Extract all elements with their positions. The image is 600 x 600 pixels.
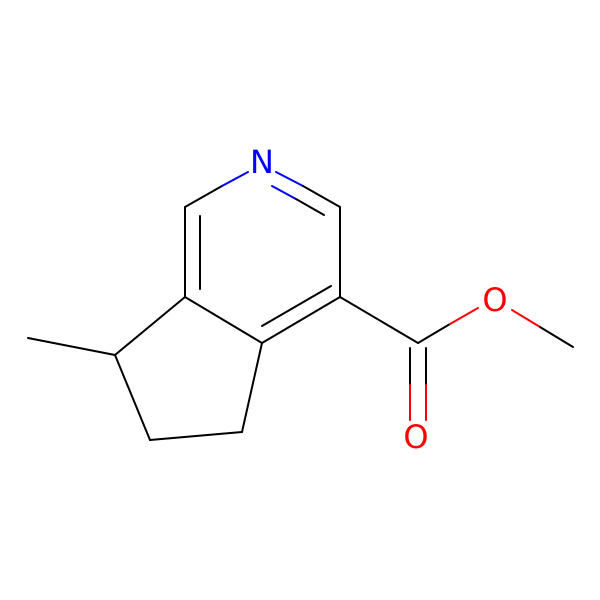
- atom-carbonyl-oxygen: O: [403, 418, 428, 456]
- atom-nitrogen: N: [250, 143, 274, 181]
- bond-oester-methyl-carbon-half: [539, 326, 574, 348]
- bond-ccarbonyl-oester-carbon-half: [417, 323, 451, 344]
- bond-ch2a-ch2b: [149, 431, 243, 441]
- bonds: [27, 171, 574, 441]
- bond-n-c5-outer-carbon-half: [302, 185, 341, 208]
- bond-n-c5-outer-nitrogen-half: [275, 171, 304, 187]
- bond-ch2b-c4a: [241, 342, 263, 433]
- bond-c4-c4a: [261, 296, 341, 344]
- bond-c7a-c4a: [184, 296, 263, 344]
- bond-oester-methyl-oxygen-half: [511, 309, 541, 328]
- bond-c7-n-nitrogen-half: [221, 171, 249, 187]
- atom-labels: N O O: [250, 143, 508, 456]
- bond-ccarbonyl-oester-oxygen-half: [449, 307, 479, 325]
- atom-ester-oxygen: O: [482, 281, 507, 319]
- bond-n-c5-inner-nitrogen-half: [271, 185, 297, 200]
- bond-c4-ccarbonyl: [339, 296, 419, 344]
- bond-methyl-ch: [27, 337, 116, 356]
- bond-ch-ch2a: [114, 354, 151, 441]
- bond-ch-c7a: [114, 296, 186, 356]
- bond-c4-c4a-inner: [261, 285, 332, 327]
- bond-c7-n-carbon-half: [184, 185, 223, 208]
- bond-n-c5-inner-carbon-half: [295, 198, 325, 216]
